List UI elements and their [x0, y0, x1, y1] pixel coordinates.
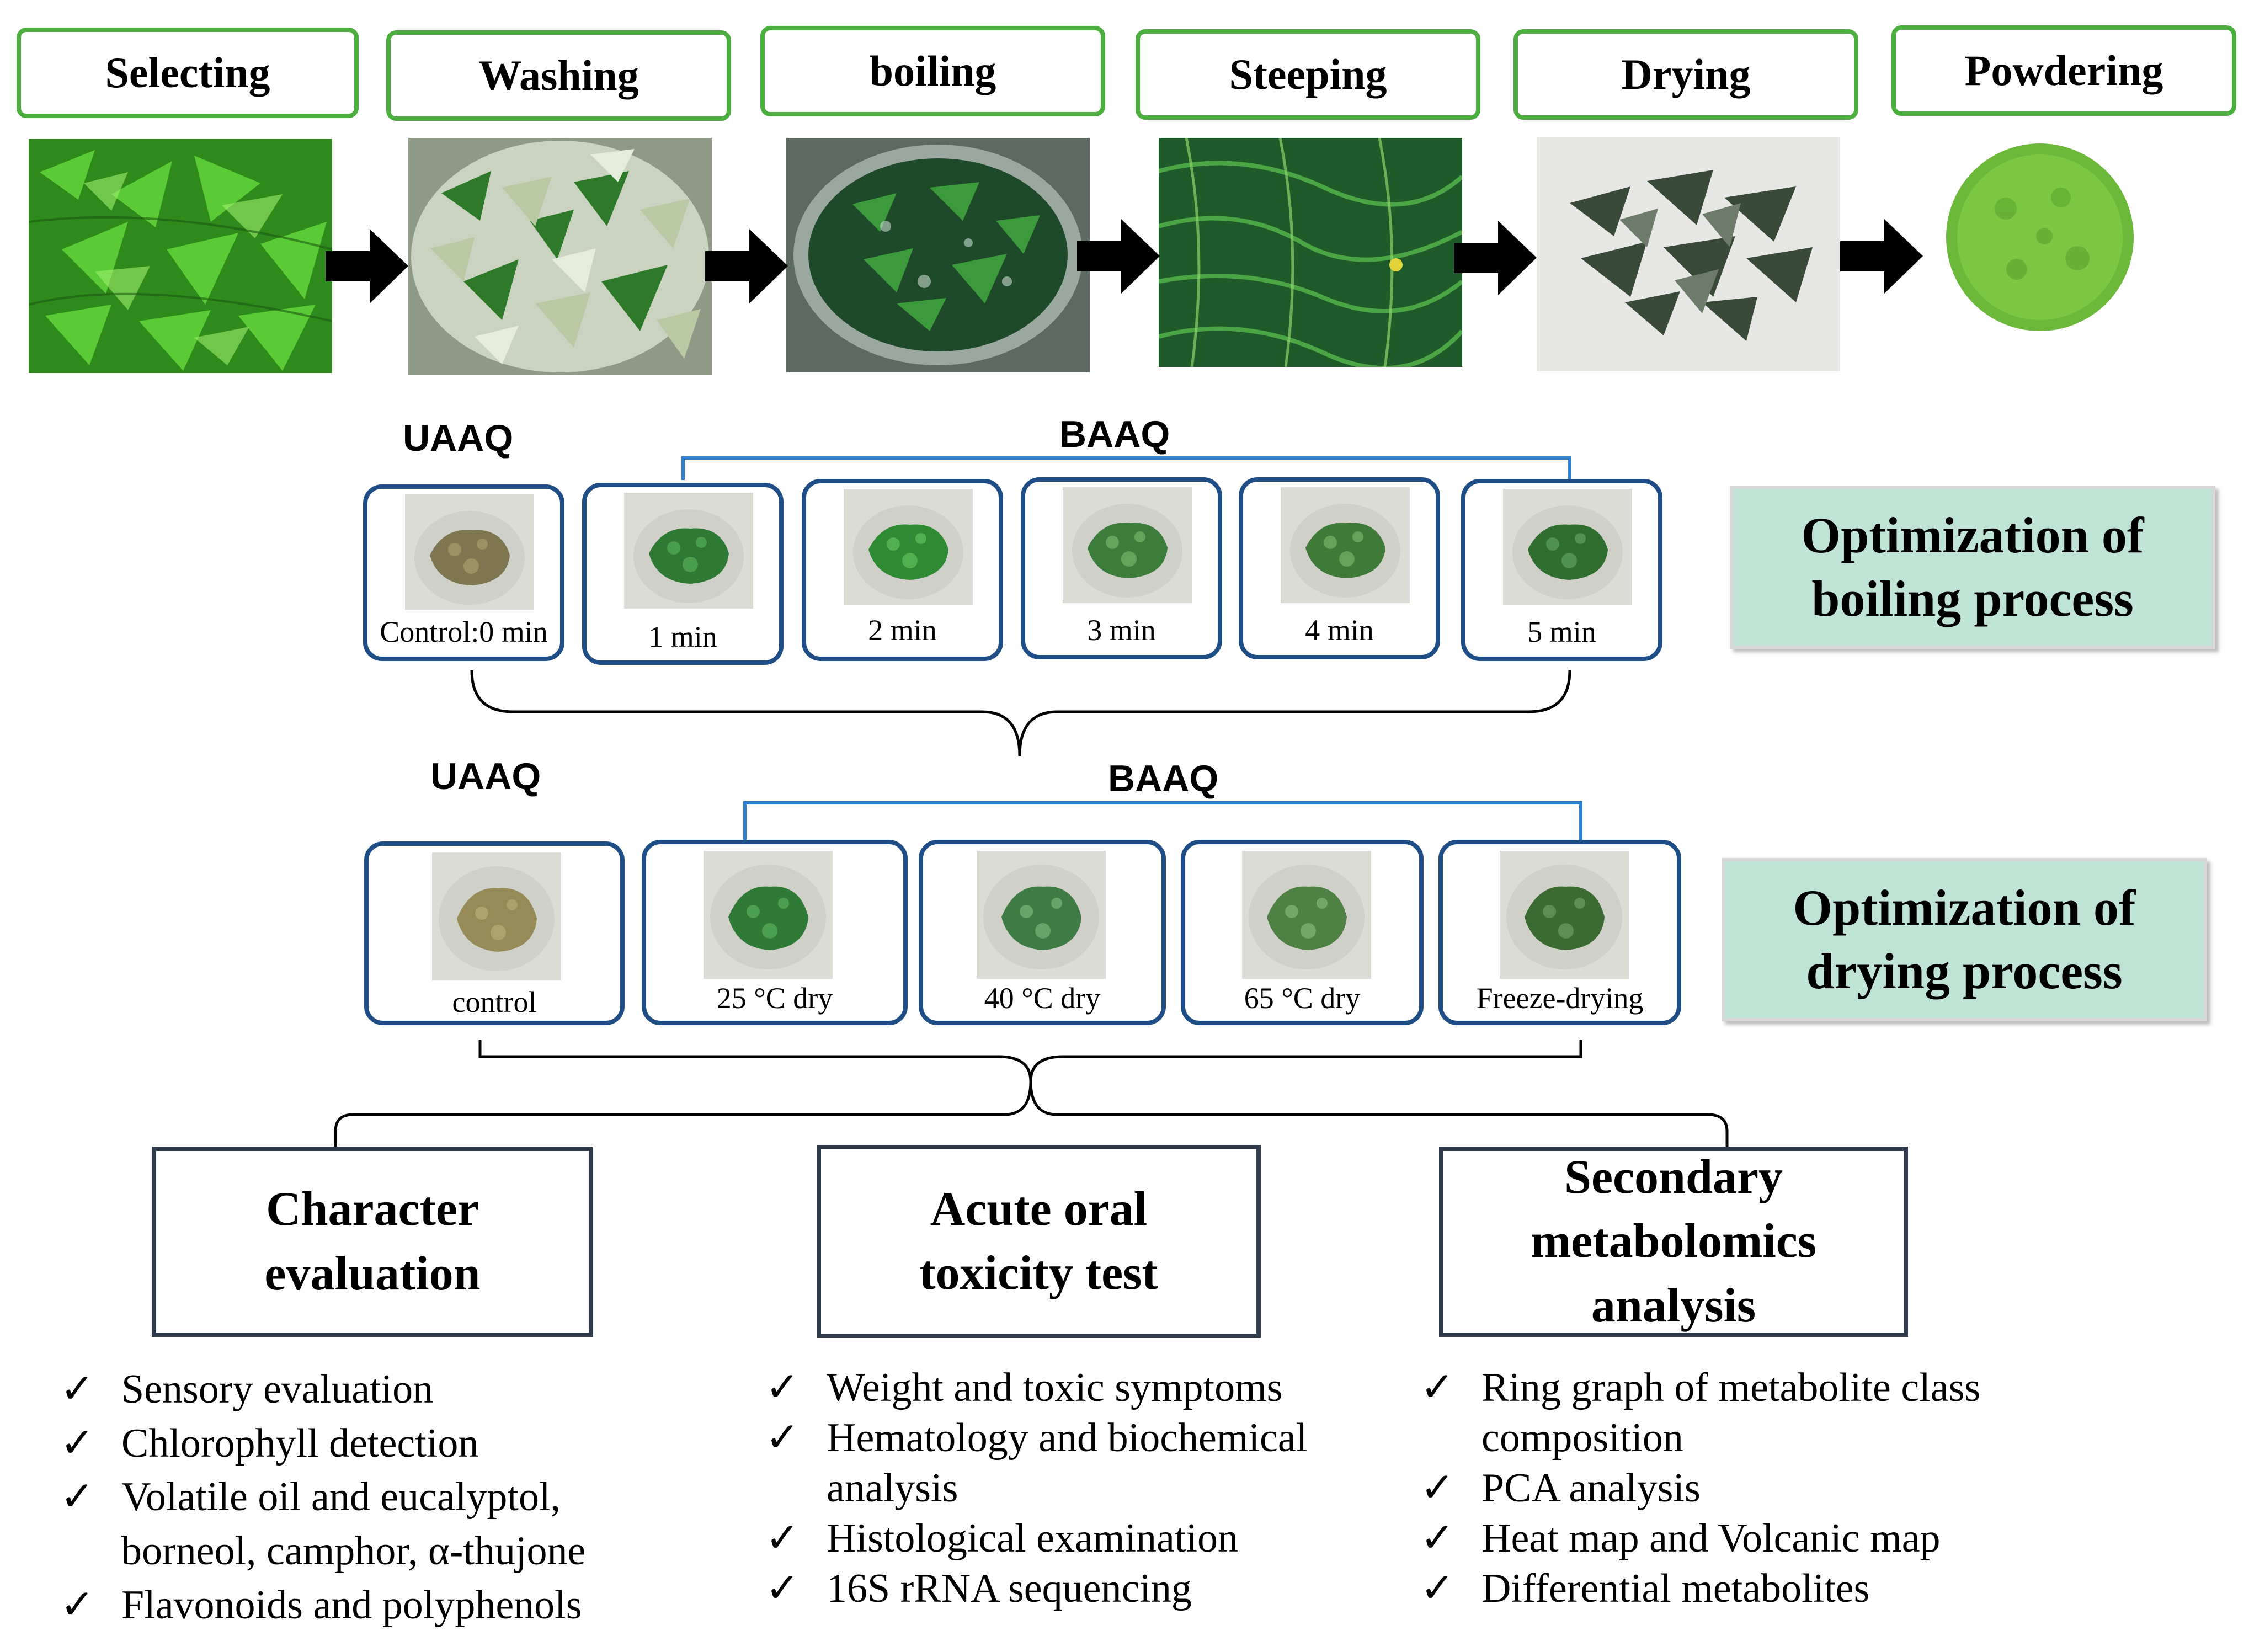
baaq-label: BAAQ	[1059, 413, 1170, 455]
list-item: ✓Chlorophyll detection	[55, 1417, 717, 1471]
sample-label: 25 °C dry	[716, 982, 833, 1015]
sample-label: 5 min	[1527, 615, 1596, 648]
baaq-label: BAAQ	[1108, 758, 1219, 800]
sample-thumbnail	[432, 852, 561, 980]
list-item: ✓Sensory evaluation	[55, 1363, 717, 1417]
step-label: Steeping	[1229, 50, 1387, 98]
right-arrow-icon	[1077, 219, 1160, 294]
list-item: ✓16S rRNA sequencing	[760, 1564, 1411, 1614]
checkmark-icon: ✓	[60, 1474, 94, 1520]
sample-thumbnail	[1242, 851, 1371, 979]
right-arrow-icon	[326, 229, 408, 303]
right-arrow-icon	[1840, 219, 1923, 294]
step-label: boiling	[869, 47, 996, 95]
checkmark-icon: ✓	[765, 1365, 800, 1410]
checkmark-icon: ✓	[60, 1367, 94, 1412]
photo-washing-leaves	[408, 138, 712, 375]
checkmark-icon: ✓	[1420, 1365, 1454, 1410]
sample-thumbnail	[844, 489, 973, 605]
uaaq-label: UAAQ	[403, 417, 514, 459]
step-drying-box: Drying	[1513, 29, 1858, 120]
sample-card: 5 min	[1461, 479, 1662, 661]
checkmark-icon: ✓	[765, 1415, 800, 1461]
photo-boiling-pot	[786, 138, 1090, 372]
brace-boiling	[470, 670, 1571, 756]
sample-thumbnail	[1281, 487, 1410, 603]
character-evaluation-list: ✓Sensory evaluation ✓Chlorophyll detecti…	[55, 1363, 717, 1632]
sample-card: 25 °C dry	[642, 840, 908, 1025]
sample-thumbnail	[1063, 487, 1192, 603]
right-arrow-icon	[705, 229, 788, 303]
step-label: Powdering	[1964, 46, 2163, 94]
checkmark-icon: ✓	[1420, 1466, 1454, 1511]
photo-steeping-leaves	[1159, 138, 1462, 367]
photo-fresh-leaves	[29, 139, 332, 373]
step-boiling-box: boiling	[760, 26, 1105, 116]
checkmark-icon: ✓	[1420, 1566, 1454, 1612]
checkmark-icon: ✓	[1420, 1516, 1454, 1562]
sample-thumbnail	[977, 851, 1106, 979]
step-label: Drying	[1621, 50, 1751, 98]
list-item: ✓Hematology and biochemical analysis	[760, 1413, 1411, 1514]
list-item: ✓Ring graph of metabolite class composit…	[1415, 1363, 2077, 1463]
step-powdering-box: Powdering	[1891, 25, 2236, 116]
step-label: Selecting	[105, 49, 270, 97]
step-washing-box: Washing	[386, 30, 731, 121]
optimization-drying-box: Optimization of drying process	[1722, 858, 2207, 1021]
sample-card: 1 min	[582, 483, 784, 665]
photo-dried-leaves	[1537, 137, 1840, 371]
step-selecting-box: Selecting	[17, 28, 359, 118]
analysis-acute-oral-toxicity: Acute oral toxicity test	[817, 1145, 1261, 1338]
sample-card: 4 min	[1239, 477, 1440, 659]
list-item: ✓Differential metabolites	[1415, 1564, 2077, 1614]
list-item: ✓Weight and toxic symptoms	[760, 1363, 1411, 1413]
baaq-bracket-drying	[743, 801, 1582, 841]
sample-thumbnail	[624, 493, 753, 609]
tree-analyses	[334, 1081, 1729, 1148]
sample-card: 40 °C dry	[919, 840, 1166, 1025]
optimization-boiling-box: Optimization of boiling process	[1730, 486, 2215, 649]
sample-card: 65 °C dry	[1181, 840, 1424, 1025]
analysis-character-evaluation: Character evaluation	[152, 1147, 593, 1337]
checkmark-icon: ✓	[60, 1582, 94, 1628]
sample-card: control	[364, 841, 625, 1025]
checkmark-icon: ✓	[60, 1420, 94, 1466]
sample-label: Freeze-drying	[1476, 982, 1644, 1015]
sample-thumbnail	[1500, 851, 1629, 979]
acute-oral-toxicity-list: ✓Weight and toxic symptoms ✓Hematology a…	[760, 1363, 1411, 1614]
uaaq-label: UAAQ	[430, 755, 541, 797]
step-steeping-box: Steeping	[1136, 29, 1480, 120]
sample-thumbnail	[1503, 489, 1632, 605]
sample-label: 40 °C dry	[984, 982, 1101, 1015]
list-item: ✓Flavonoids and polyphenols	[55, 1579, 717, 1633]
sample-label: Control:0 min	[380, 615, 548, 648]
baaq-bracket-boiling	[681, 456, 1571, 480]
list-item: ✓Histological examination	[760, 1514, 1411, 1564]
list-item: ✓Volatile oil and eucalyptol, borneol, c…	[55, 1470, 717, 1578]
sample-card: Freeze-drying	[1438, 840, 1681, 1025]
sample-label: 2 min	[868, 614, 937, 647]
sample-label: 4 min	[1305, 614, 1374, 647]
secondary-metabolomics-list: ✓Ring graph of metabolite class composit…	[1415, 1363, 2077, 1614]
sample-card: 3 min	[1021, 477, 1222, 659]
list-item: ✓PCA analysis	[1415, 1463, 2077, 1514]
step-label: Washing	[478, 51, 639, 99]
sample-label: 65 °C dry	[1244, 982, 1361, 1015]
sample-label: 3 min	[1087, 614, 1156, 647]
list-item: ✓Heat map and Volcanic map	[1415, 1514, 2077, 1564]
checkmark-icon: ✓	[765, 1566, 800, 1612]
brace-drying	[478, 1040, 1582, 1082]
sample-label: 1 min	[648, 620, 717, 653]
checkmark-icon: ✓	[765, 1516, 800, 1562]
sample-thumbnail	[405, 494, 534, 610]
sample-thumbnail	[704, 851, 833, 979]
photo-powder	[1945, 142, 2135, 333]
analysis-secondary-metabolomics: Secondary metabolomics analysis	[1439, 1147, 1908, 1337]
sample-card: Control:0 min	[363, 484, 564, 661]
sample-label: control	[452, 985, 537, 1019]
right-arrow-icon	[1454, 221, 1537, 295]
sample-card: 2 min	[802, 479, 1003, 661]
